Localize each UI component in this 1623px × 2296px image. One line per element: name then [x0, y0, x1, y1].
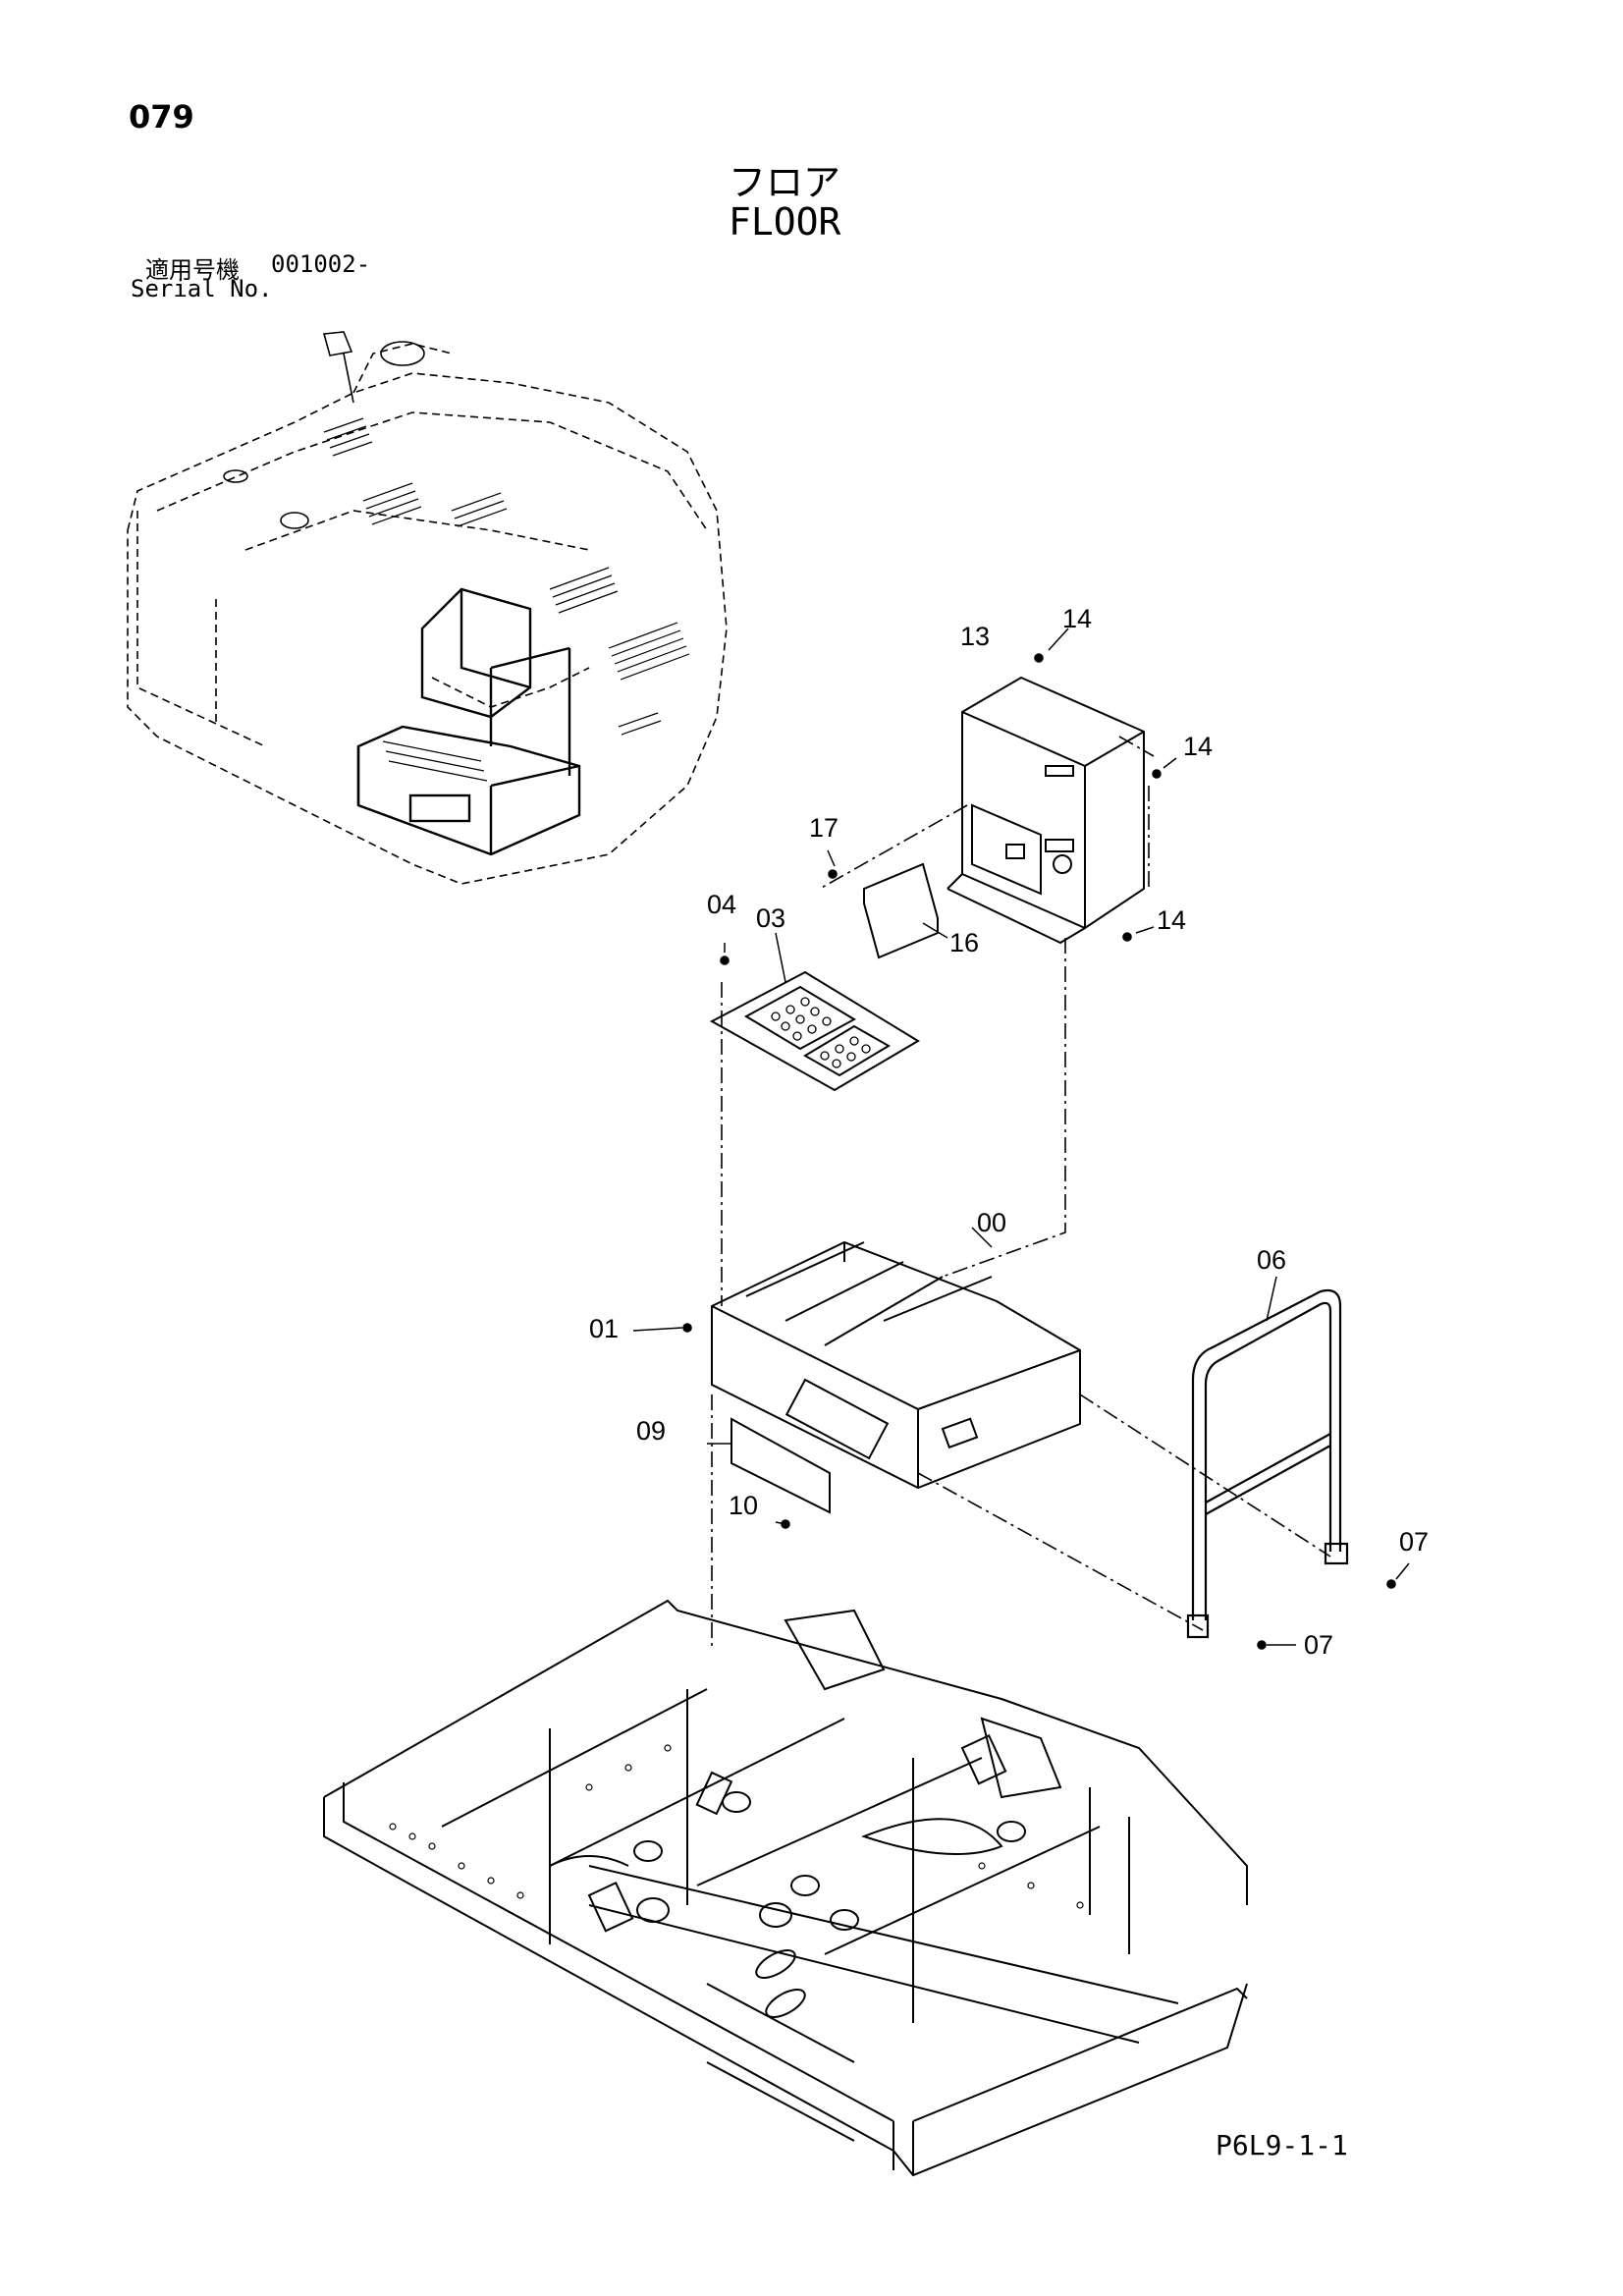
step-plate-03	[709, 970, 920, 1092]
callout-07: 07	[1399, 1527, 1430, 1557]
callout-00: 00	[977, 1208, 1007, 1237]
floor-frame-00	[711, 1240, 1081, 1490]
callout-04: 04	[707, 890, 737, 919]
callout-07: 07	[1304, 1630, 1334, 1660]
serial-value: 001002-	[271, 250, 371, 278]
serial-label-japanese: 適用号機	[145, 256, 240, 284]
plate-09	[730, 1417, 831, 1514]
cover-plate-16	[863, 862, 939, 959]
callout-17: 17	[809, 813, 839, 843]
callout-14: 14	[1157, 905, 1187, 935]
callout-09: 09	[636, 1416, 667, 1446]
page-number: 079	[129, 98, 194, 136]
title-japanese: フロア	[729, 161, 841, 204]
control-box-13	[947, 676, 1145, 945]
callout-14: 14	[1183, 732, 1214, 761]
callout-01: 01	[589, 1314, 620, 1343]
callout-13: 13	[960, 622, 991, 651]
machine-overview-illustration	[127, 331, 728, 885]
title-english: FLOOR	[729, 200, 841, 244]
callout-06: 06	[1257, 1245, 1287, 1275]
callout-03: 03	[756, 903, 786, 933]
serial-label-english: Serial No.	[131, 275, 273, 302]
callout-16: 16	[949, 928, 980, 957]
handrail-06	[1186, 1288, 1349, 1639]
upper-frame-structure	[323, 1599, 1248, 2177]
callout-10: 10	[729, 1491, 759, 1520]
callout-14: 14	[1062, 604, 1093, 633]
drawing-code: P6L9-1-1	[1216, 2129, 1348, 2161]
